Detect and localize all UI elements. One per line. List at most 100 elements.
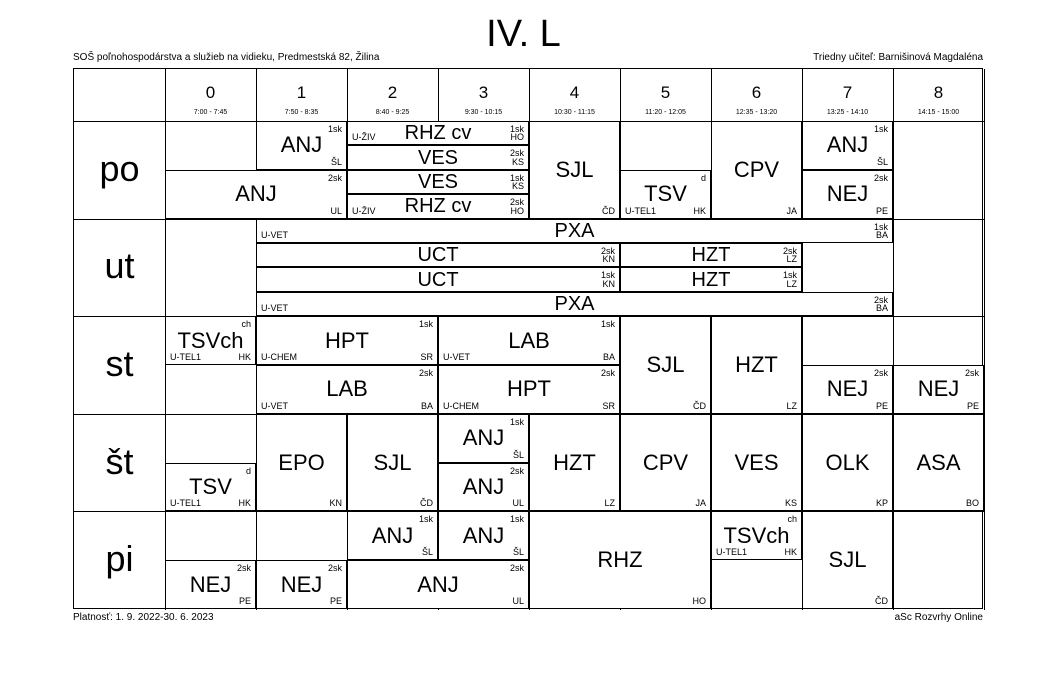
lesson-card[interactable]: HZT LZ — [529, 413, 620, 512]
lesson-teacher: HO — [510, 132, 525, 143]
period-time: 12:35 - 13:20 — [735, 109, 778, 116]
lesson-group: 1sk — [600, 319, 615, 330]
period-time: 8:40 - 9:25 — [375, 109, 410, 116]
lesson-subject: NEJ — [189, 571, 232, 597]
lesson-group: 2sk — [509, 148, 524, 159]
lesson-teacher: UL — [512, 595, 524, 606]
lesson-group: 2sk — [509, 465, 524, 476]
period-number: 4 — [569, 83, 580, 102]
lesson-subject: UCT — [417, 268, 459, 291]
lesson-teacher: LZ — [604, 498, 615, 509]
lesson-subject: HZT — [691, 244, 731, 267]
lesson-teacher: LZ — [786, 400, 797, 411]
period-time: 11:20 - 12:05 — [645, 109, 686, 116]
lesson-subject: UCT — [417, 244, 459, 267]
lesson-subject: SJL — [828, 547, 867, 573]
lesson-group: 2sk — [600, 246, 615, 256]
lesson-teacher: ŠL — [512, 449, 524, 460]
lesson-teacher: ŠL — [512, 547, 524, 558]
lesson-group: 2sk — [418, 368, 433, 378]
period-number: 5 — [660, 83, 671, 102]
lesson-room: U-VET — [261, 229, 288, 240]
lesson-subject: HZT — [553, 449, 596, 475]
lesson-teacher: KS — [511, 156, 524, 167]
lesson-group: 2sk — [236, 563, 251, 574]
period-number: 8 — [933, 83, 944, 102]
lesson-group: 2sk — [873, 172, 888, 183]
lesson-subject: NEJ — [826, 181, 869, 207]
lesson-subject: CPV — [642, 449, 689, 475]
lesson-subject: EPO — [278, 449, 325, 475]
lesson-subject: TSV — [644, 181, 687, 207]
lesson-subject: TSVch — [177, 327, 244, 353]
lesson-teacher: ŠL — [421, 547, 433, 558]
lesson-room: U-VET — [261, 400, 288, 411]
lesson-subject: LAB — [508, 327, 550, 353]
lesson-teacher: HO — [692, 595, 707, 606]
lesson-group: 1sk — [327, 124, 342, 134]
lesson-group: d — [245, 465, 251, 476]
lesson-teacher: UL — [330, 205, 342, 216]
validity-period: Platnosť: 1. 9. 2022-30. 6. 2023 — [73, 612, 214, 623]
lesson-teacher: BA — [875, 229, 888, 240]
lesson-teacher: HK — [238, 351, 251, 362]
lesson-subject: SJL — [555, 156, 594, 182]
lesson-group: 1sk — [418, 514, 433, 525]
lesson-subject: ANJ — [371, 522, 414, 548]
lesson-group: 1sk — [600, 270, 615, 281]
lesson-subject: HZT — [691, 268, 731, 291]
lesson-subject: PXA — [554, 219, 595, 242]
lesson-subject: NEJ — [917, 376, 960, 402]
lesson-room: U-ŽIV — [352, 205, 376, 216]
lesson-room: U-CHEM — [443, 400, 479, 411]
lesson-teacher: LZ — [786, 278, 797, 289]
lesson-teacher: PE — [329, 595, 342, 606]
day-label: po — [99, 147, 140, 189]
lesson-room: U-TEL1 — [170, 498, 202, 509]
lesson-subject: ANJ — [417, 571, 459, 597]
